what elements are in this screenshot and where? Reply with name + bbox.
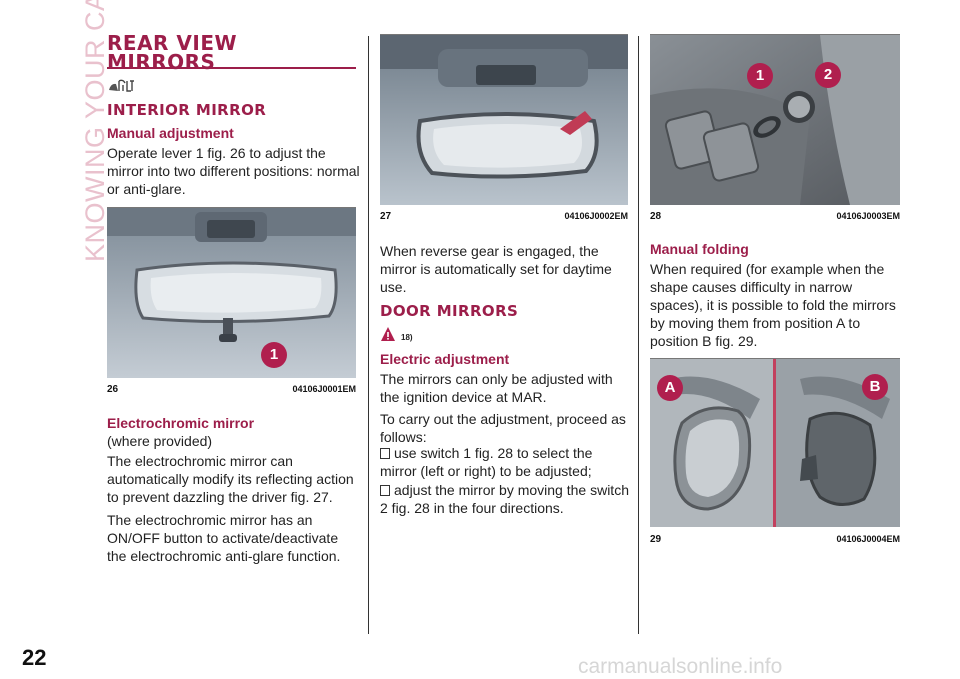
column-divider — [638, 36, 639, 634]
figure-26-caption: 26 04106J0001EM — [107, 384, 356, 396]
figure-26-marker-1: 1 — [261, 342, 287, 368]
electrochromic-heading: Electrochromic mirror — [107, 415, 255, 431]
manual-adjustment-heading: Manual adjustment — [107, 125, 234, 141]
figure-27-image — [380, 34, 628, 205]
figure-29-code: 04106J0004EM — [836, 534, 900, 544]
section-side-tab: KNOWING YOUR CAR — [54, 0, 110, 270]
mirror-adjust-icon — [107, 75, 137, 95]
figure-28-image: 1 2 — [650, 34, 900, 205]
figure-28-caption: 28 04106J0003EM — [650, 211, 900, 223]
electrochromic-paragraph-2: The electrochromic mirror has an ON/OFF … — [107, 512, 341, 564]
figure-28-marker-1: 1 — [747, 63, 773, 89]
figure-29-image: A B — [650, 358, 900, 527]
manual-folding-text: When required (for example when the shap… — [650, 261, 896, 349]
figure-27-number: 27 — [380, 211, 392, 222]
electric-adjustment-heading: Electric adjustment — [380, 351, 510, 367]
figure-29-number: 29 — [650, 534, 662, 545]
checkbox-bullet-icon — [380, 448, 390, 459]
figure-28-marker-2: 2 — [815, 62, 841, 88]
column-divider — [368, 36, 369, 634]
figure-28-number: 28 — [650, 211, 662, 222]
checkbox-bullet-icon — [380, 485, 390, 496]
warning-triangle-icon — [380, 326, 396, 342]
figure-26-code: 04106J0001EM — [292, 384, 356, 394]
reverse-gear-text: When reverse gear is engaged, the mirror… — [380, 243, 612, 295]
figure-26-number: 26 — [107, 384, 119, 395]
figure-26-image: 1 — [107, 207, 356, 378]
figure-29-caption: 29 04106J0004EM — [650, 534, 900, 546]
watermark: carmanualsonline.info — [578, 655, 783, 678]
manual-folding-heading: Manual folding — [650, 241, 749, 257]
title-rule — [107, 67, 356, 69]
electric-adjustment-paragraph-1: The mirrors can only be adjusted with th… — [380, 371, 613, 405]
figure-29-marker-b: B — [862, 374, 888, 400]
electric-adjustment-paragraph-2: To carry out the adjustment, proceed as … — [380, 411, 626, 445]
manual-adjustment-text: Operate lever 1 fig. 26 to adjust the mi… — [107, 145, 360, 197]
section-title-line2: MIRRORS — [107, 50, 216, 74]
door-mirrors-heading: DOOR MIRRORS — [380, 302, 519, 320]
figure-27-caption: 27 04106J0002EM — [380, 211, 628, 223]
figure-28-code: 04106J0003EM — [836, 211, 900, 221]
warning-reference: 18) — [401, 333, 413, 342]
interior-mirror-heading: INTERIOR MIRROR — [107, 101, 267, 119]
list-item: use switch 1 fig. 28 to select the mirro… — [380, 445, 593, 479]
figure-29-marker-a: A — [657, 375, 683, 401]
list-item: adjust the mirror by moving the switch 2… — [380, 482, 629, 516]
page-number: 22 — [22, 645, 47, 670]
electrochromic-paragraph-1: The electrochromic mirror can automatica… — [107, 453, 354, 505]
figure-27-code: 04106J0002EM — [564, 211, 628, 221]
section-title-line1: REAR VIEW — [107, 31, 238, 55]
electrochromic-subheading: (where provided) — [107, 433, 213, 449]
